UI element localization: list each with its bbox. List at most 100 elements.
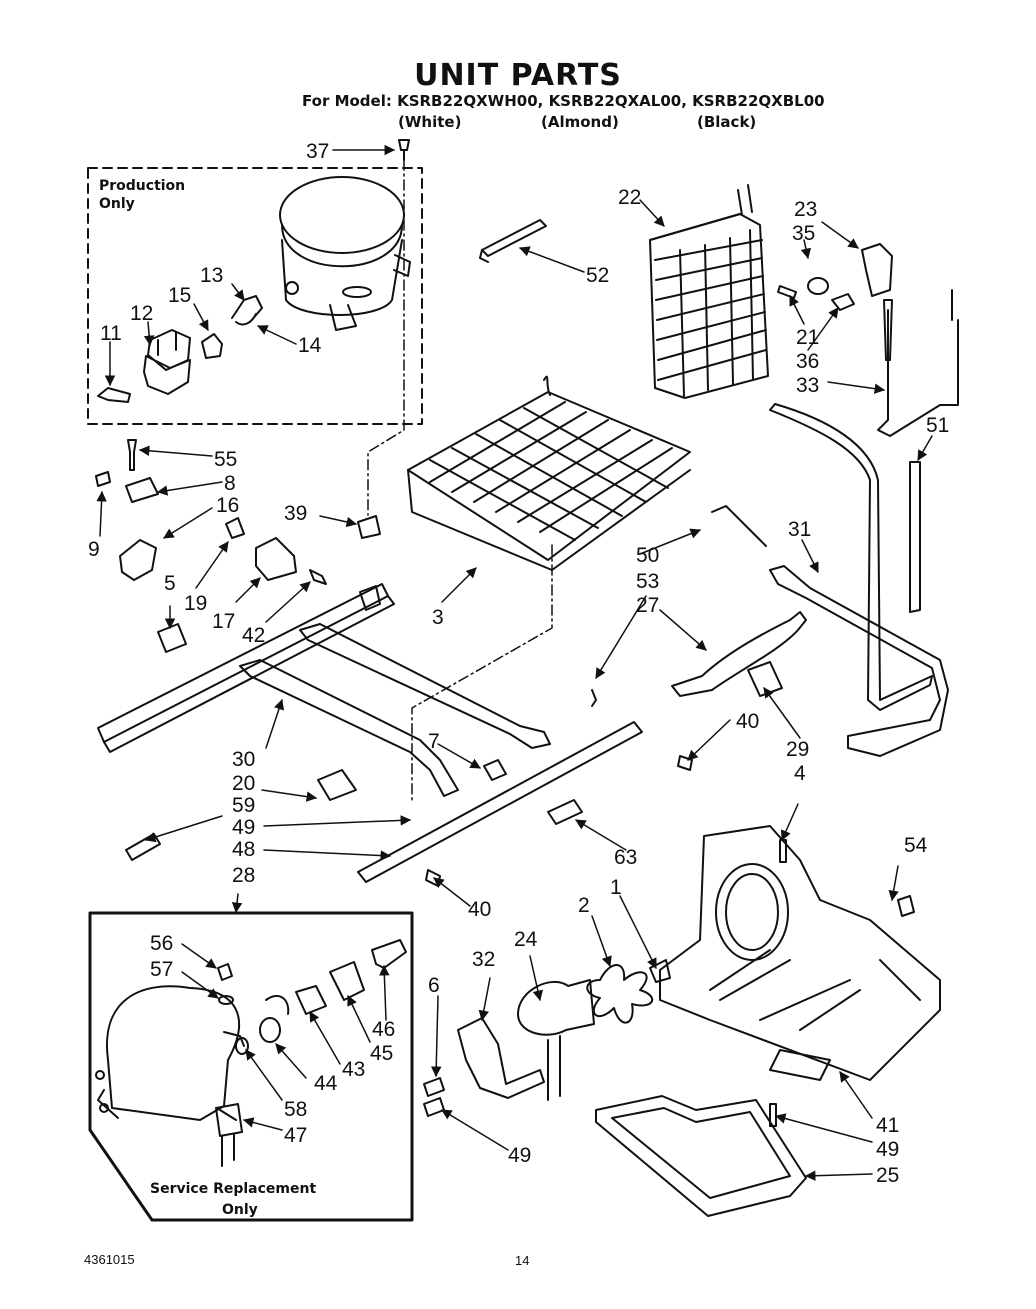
page-title: UNIT PARTS bbox=[414, 58, 622, 93]
screw-40b bbox=[425, 869, 441, 887]
compressor-service bbox=[95, 985, 245, 1121]
callout-20: 20 bbox=[232, 772, 255, 795]
production-label: Production bbox=[99, 178, 185, 194]
callout-31: 31 bbox=[788, 518, 811, 541]
condenser-centerline bbox=[411, 544, 553, 801]
callout-45: 45 bbox=[370, 1042, 393, 1065]
part-54 bbox=[897, 895, 915, 917]
callout-30: 30 bbox=[232, 748, 255, 771]
callout-19: 19 bbox=[184, 592, 207, 615]
overload-43 bbox=[295, 985, 327, 1015]
relay-45 bbox=[329, 961, 365, 1001]
callout-7: 7 bbox=[428, 730, 440, 753]
callout-37: 37 bbox=[306, 140, 329, 163]
callout-28: 28 bbox=[232, 864, 255, 887]
color-black: (Black) bbox=[697, 113, 757, 131]
screw-53 bbox=[591, 689, 597, 707]
callout-6: 6 bbox=[428, 974, 440, 997]
screw-49c bbox=[769, 1103, 777, 1127]
callout-53: 53 bbox=[636, 570, 659, 593]
washer-57 bbox=[218, 995, 234, 1005]
service-label: Service Replacement bbox=[150, 1181, 316, 1197]
leader-lines bbox=[96, 144, 933, 1181]
callout-25: 25 bbox=[876, 1164, 899, 1187]
callout-33: 33 bbox=[796, 374, 819, 397]
switch-17 bbox=[255, 537, 297, 581]
callout-41: 41 bbox=[876, 1114, 899, 1137]
spring-59 bbox=[125, 833, 161, 861]
evaporator-22 bbox=[649, 184, 769, 399]
color-white: (White) bbox=[398, 113, 462, 131]
heater-lead-33 bbox=[883, 299, 893, 361]
bracket-46 bbox=[371, 939, 407, 969]
callout-27: 27 bbox=[636, 594, 659, 617]
callout-9: 9 bbox=[88, 538, 100, 561]
callout-49a: 49 bbox=[232, 816, 255, 839]
callout-15: 15 bbox=[168, 284, 191, 307]
doc-number: 4361015 bbox=[84, 1252, 135, 1267]
clip-5 bbox=[157, 623, 187, 653]
callout-51: 51 bbox=[926, 414, 949, 437]
part-19 bbox=[225, 517, 245, 539]
part-16 bbox=[119, 539, 157, 581]
mounting-centerline bbox=[367, 159, 405, 516]
production-only-box bbox=[87, 167, 423, 425]
callout-29: 29 bbox=[786, 738, 809, 761]
part-63 bbox=[547, 799, 583, 825]
screws-6-49 bbox=[423, 1077, 445, 1117]
callout-32: 32 bbox=[472, 948, 495, 971]
strip-51 bbox=[909, 461, 921, 613]
callout-44: 44 bbox=[314, 1072, 338, 1095]
heater-33 bbox=[877, 289, 959, 437]
relay-12 bbox=[143, 329, 191, 395]
wire-50 bbox=[711, 505, 767, 547]
callout-56: 56 bbox=[150, 932, 173, 955]
callout-43: 43 bbox=[342, 1058, 365, 1081]
overload-15 bbox=[201, 333, 223, 359]
callout-54: 54 bbox=[904, 834, 928, 857]
rail-48 bbox=[357, 721, 643, 883]
fan-bracket-41 bbox=[659, 825, 941, 1081]
clip-23 bbox=[861, 243, 893, 297]
part-9 bbox=[95, 471, 111, 487]
callout-2: 2 bbox=[578, 894, 590, 917]
page-number: 14 bbox=[515, 1253, 530, 1268]
tube-31-loop bbox=[769, 565, 949, 757]
screw-42 bbox=[309, 569, 327, 585]
screw-55 bbox=[127, 439, 137, 471]
cover-13 bbox=[231, 295, 263, 326]
callout-4: 4 bbox=[794, 762, 806, 785]
condenser-3 bbox=[407, 375, 691, 571]
nut-56 bbox=[217, 963, 233, 981]
callout-21: 21 bbox=[796, 326, 819, 349]
callout-42: 42 bbox=[242, 624, 265, 647]
clip-11 bbox=[97, 387, 131, 403]
part-1 bbox=[649, 959, 671, 983]
drain-pan-inner-25 bbox=[611, 1107, 791, 1199]
production-only-label: Only bbox=[99, 196, 135, 212]
fan-blade-2 bbox=[586, 964, 654, 1024]
service-only-label: Only bbox=[222, 1202, 258, 1218]
callout-3: 3 bbox=[432, 606, 444, 629]
callout-16: 16 bbox=[216, 494, 239, 517]
tube-31 bbox=[769, 403, 933, 711]
callout-57: 57 bbox=[150, 958, 173, 981]
callout-13: 13 bbox=[200, 264, 223, 287]
callout-58: 58 bbox=[284, 1098, 307, 1121]
drier-27 bbox=[671, 611, 807, 697]
callout-39: 39 bbox=[284, 502, 307, 525]
grommet-58 bbox=[235, 1037, 249, 1055]
callout-17: 17 bbox=[212, 610, 235, 633]
callout-23: 23 bbox=[794, 198, 817, 221]
bracket-8 bbox=[125, 477, 159, 503]
clip-36 bbox=[831, 293, 855, 311]
callout-63: 63 bbox=[614, 846, 637, 869]
callout-5: 5 bbox=[164, 572, 176, 595]
screw-37 bbox=[398, 139, 410, 161]
capacitor-47 bbox=[215, 1103, 243, 1167]
callout-14: 14 bbox=[298, 334, 322, 357]
callout-22: 22 bbox=[618, 186, 641, 209]
screw-4 bbox=[779, 839, 787, 863]
callout-35: 35 bbox=[792, 222, 815, 245]
callout-40b: 40 bbox=[468, 898, 491, 921]
